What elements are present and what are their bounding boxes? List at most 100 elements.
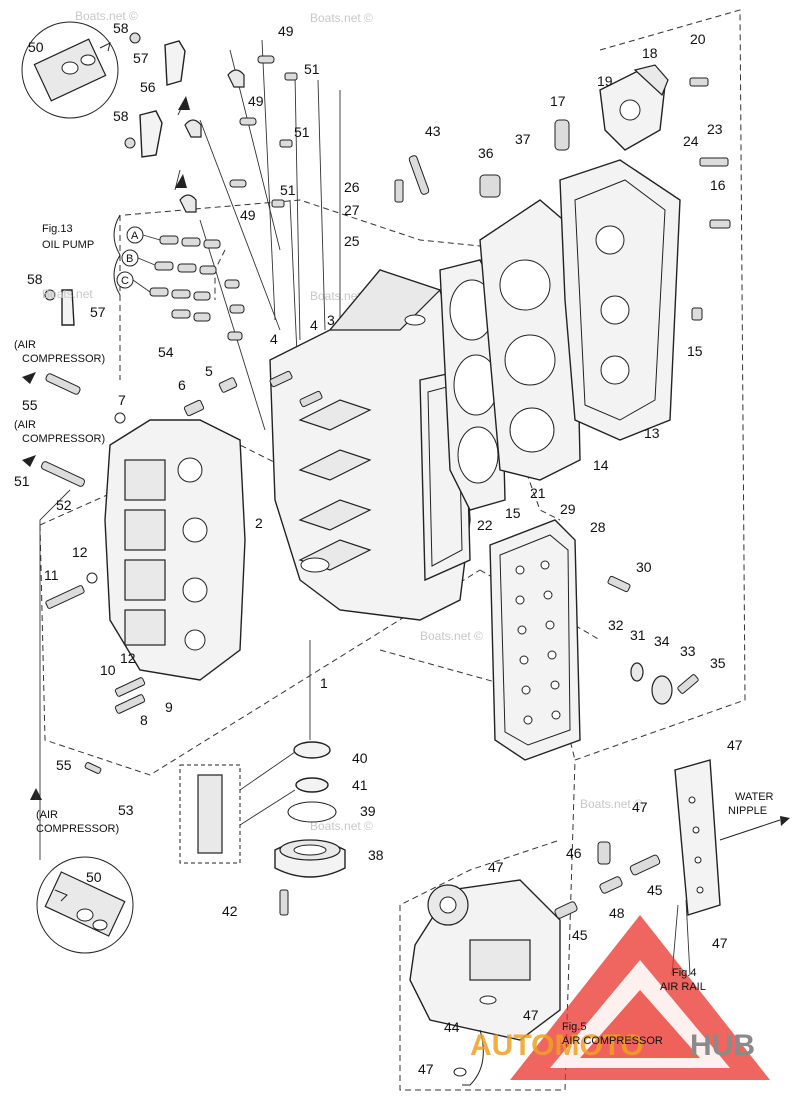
callout-21: 21 bbox=[530, 485, 546, 501]
callout-14: 14 bbox=[593, 457, 609, 473]
tube-detail-bottom bbox=[36, 489, 134, 954]
oil-pump-reference: A B C bbox=[113, 214, 245, 341]
callout-35: 35 bbox=[710, 655, 726, 671]
callout-58: 58 bbox=[27, 271, 43, 287]
callout-19: 19 bbox=[597, 73, 613, 89]
head-cover bbox=[559, 159, 681, 441]
callout-16: 16 bbox=[710, 177, 726, 193]
callout-33: 33 bbox=[680, 643, 696, 659]
circle-label-a: A bbox=[131, 230, 139, 242]
callout-26: 26 bbox=[344, 179, 360, 195]
callout-18: 18 bbox=[642, 45, 658, 61]
water-nipple-line1: WATER bbox=[735, 791, 774, 803]
automotohub-logo: AUTOMOTO HUB bbox=[470, 915, 770, 1080]
watermark: Boats.net © bbox=[310, 819, 373, 833]
callout-58: 58 bbox=[113, 20, 129, 36]
elbow-fittings bbox=[174, 55, 298, 213]
watermark: Boats.net © bbox=[420, 629, 483, 643]
bearing-stack bbox=[179, 741, 346, 916]
callout-13: 13 bbox=[644, 425, 660, 441]
clamp-bracket bbox=[44, 32, 186, 326]
exhaust-cover bbox=[489, 519, 581, 761]
callout-47: 47 bbox=[712, 935, 728, 951]
callout-29: 29 bbox=[560, 501, 576, 517]
callout-52: 52 bbox=[56, 497, 72, 513]
callout-28: 28 bbox=[590, 519, 606, 535]
callout-46: 46 bbox=[566, 845, 582, 861]
callout-47: 47 bbox=[488, 859, 504, 875]
callout-48: 48 bbox=[609, 905, 625, 921]
water-nipple-line2: NIPPLE bbox=[728, 805, 767, 817]
callout-30: 30 bbox=[636, 559, 652, 575]
callout-17: 17 bbox=[550, 93, 566, 109]
thermostat-cover bbox=[599, 64, 669, 151]
callout-2: 2 bbox=[255, 515, 263, 531]
callout-4: 4 bbox=[310, 317, 318, 333]
callout-47: 47 bbox=[418, 1061, 434, 1077]
callout-4: 4 bbox=[270, 331, 278, 347]
callout-51: 51 bbox=[280, 182, 296, 198]
callout-45: 45 bbox=[572, 927, 588, 943]
callout-53: 53 bbox=[118, 802, 134, 818]
circle-label-c: C bbox=[121, 275, 129, 287]
callout-40: 40 bbox=[352, 750, 368, 766]
logo-text-automoto: AUTOMOTO bbox=[470, 1029, 644, 1062]
air-compressor-note-1-line1: (AIR bbox=[14, 339, 36, 351]
cylinder-head bbox=[479, 199, 581, 481]
callout-3: 3 bbox=[327, 312, 335, 328]
callout-55: 55 bbox=[56, 757, 72, 773]
fig4-title: Fig.4 bbox=[672, 967, 696, 979]
callout-56: 56 bbox=[140, 79, 156, 95]
callout-51: 51 bbox=[304, 61, 320, 77]
callout-15: 15 bbox=[505, 505, 521, 521]
callout-55: 55 bbox=[22, 397, 38, 413]
air-rail-assembly bbox=[554, 759, 790, 976]
callout-50: 50 bbox=[28, 39, 44, 55]
callout-47: 47 bbox=[523, 1007, 539, 1023]
callout-7: 7 bbox=[118, 392, 126, 408]
callout-42: 42 bbox=[222, 903, 238, 919]
callout-15: 15 bbox=[687, 343, 703, 359]
fig5-caption: AIR COMPRESSOR bbox=[562, 1035, 663, 1047]
callout-25: 25 bbox=[344, 233, 360, 249]
callout-57: 57 bbox=[133, 50, 149, 66]
callout-32: 32 bbox=[608, 617, 624, 633]
callout-1: 1 bbox=[320, 675, 328, 691]
callout-51: 51 bbox=[14, 473, 30, 489]
callout-50: 50 bbox=[86, 869, 102, 885]
callout-12: 12 bbox=[72, 544, 88, 560]
callout-47: 47 bbox=[727, 737, 743, 753]
air-compressor-note-3-line1: (AIR bbox=[36, 809, 58, 821]
tube-detail-top bbox=[21, 21, 119, 119]
callout-37: 37 bbox=[515, 131, 531, 147]
callout-22: 22 bbox=[477, 517, 493, 533]
crankcase bbox=[104, 419, 246, 681]
callout-51: 51 bbox=[294, 124, 310, 140]
callout-58: 58 bbox=[113, 108, 129, 124]
callout-numbers: 1 2 3 4 4 5 6 7 8 9 10 11 12 12 13 14 15… bbox=[14, 20, 743, 1077]
watermark-small: Boats.net bbox=[42, 287, 93, 301]
callout-45: 45 bbox=[647, 882, 663, 898]
callout-20: 20 bbox=[690, 31, 706, 47]
air-compressor-note-1-line2: COMPRESSOR) bbox=[22, 353, 105, 365]
callout-12: 12 bbox=[120, 650, 136, 666]
callout-38: 38 bbox=[368, 847, 384, 863]
callout-9: 9 bbox=[165, 699, 173, 715]
callout-44: 44 bbox=[444, 1019, 460, 1035]
callout-36: 36 bbox=[478, 145, 494, 161]
callout-5: 5 bbox=[205, 363, 213, 379]
callout-24: 24 bbox=[683, 133, 699, 149]
fig13-title: Fig.13 bbox=[42, 223, 73, 235]
fig5-title: Fig.5 bbox=[562, 1021, 586, 1033]
circle-label-b: B bbox=[126, 253, 133, 265]
callout-49: 49 bbox=[240, 207, 256, 223]
callout-39: 39 bbox=[360, 803, 376, 819]
air-compressor-assembly bbox=[409, 879, 561, 1086]
callout-6: 6 bbox=[178, 377, 186, 393]
fig13-caption: OIL PUMP bbox=[42, 239, 94, 251]
callout-49: 49 bbox=[278, 23, 294, 39]
direction-arrows bbox=[22, 96, 190, 800]
callout-49: 49 bbox=[248, 93, 264, 109]
fig4-caption: AIR RAIL bbox=[660, 981, 706, 993]
